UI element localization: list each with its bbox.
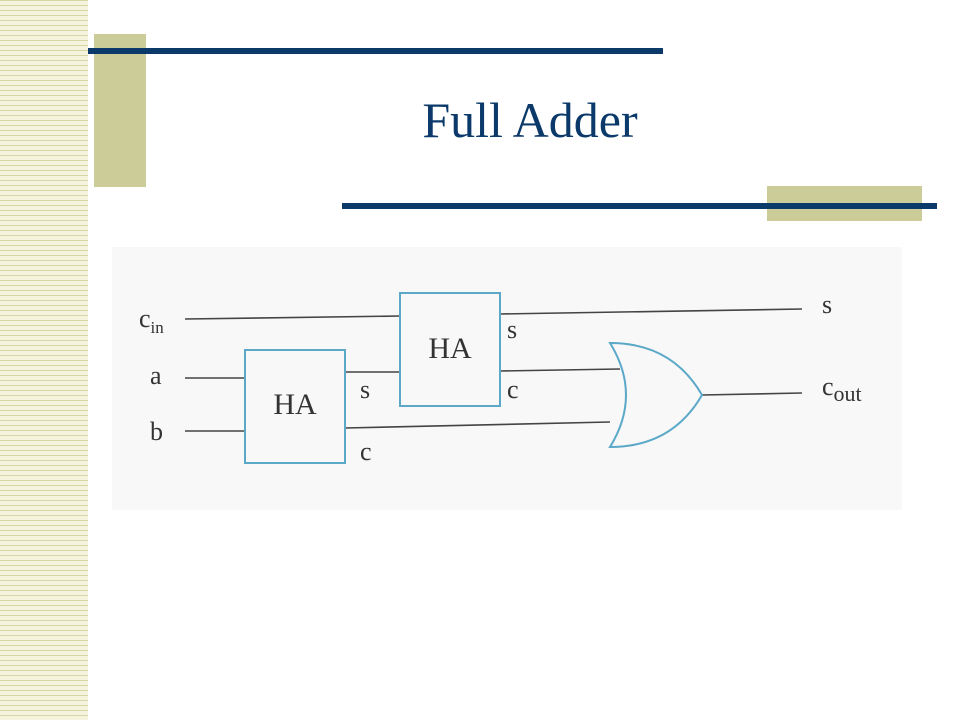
title-rule-bottom bbox=[342, 203, 937, 209]
half-adder-2-carry-label: c bbox=[507, 375, 519, 404]
cout-output-label: cout bbox=[822, 372, 862, 406]
cout-wire bbox=[701, 392, 803, 396]
cin-wire bbox=[184, 315, 401, 320]
ha2-sum-wire bbox=[499, 308, 803, 315]
or-gate bbox=[608, 341, 704, 449]
half-adder-2-label: HA bbox=[428, 332, 472, 365]
page-title: Full Adder bbox=[422, 92, 638, 148]
accent-block-top bbox=[94, 34, 146, 187]
half-adder-1-carry-label: c bbox=[360, 437, 372, 466]
half-adder-1-sum-label: s bbox=[360, 375, 370, 404]
a-label: a bbox=[150, 361, 162, 390]
half-adder-2-sum-label: s bbox=[507, 315, 517, 344]
half-adder-1-label: HA bbox=[273, 388, 317, 421]
half-adder-2-block bbox=[399, 292, 501, 407]
b-label: b bbox=[150, 417, 163, 446]
title-rule-top bbox=[88, 48, 663, 54]
cin-label: cin bbox=[139, 304, 164, 337]
full-adder-diagram: cin a b HA s c HA s c s cout bbox=[112, 247, 902, 510]
ha1-carry-wire bbox=[344, 421, 611, 429]
left-decorative-strip bbox=[0, 0, 88, 720]
ha2-carry-wire bbox=[499, 368, 621, 372]
half-adder-1-block bbox=[244, 349, 346, 464]
sum-output-label: s bbox=[822, 290, 832, 319]
